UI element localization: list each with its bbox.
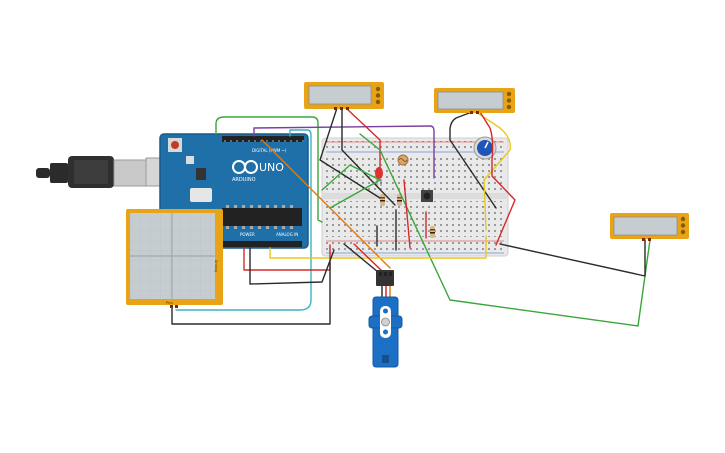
lcd-module-middle[interactable] <box>434 88 515 114</box>
lcd-module-top[interactable] <box>304 82 384 110</box>
board-model-label: UNO <box>259 161 284 174</box>
analog-header-label: ANALOG IN <box>276 232 298 237</box>
resistor-1[interactable] <box>380 194 385 206</box>
wire-orange[interactable] <box>261 139 391 269</box>
power-header-label: POWER <box>240 232 255 237</box>
wire-yellow-2[interactable] <box>269 235 487 259</box>
wire-black-2[interactable] <box>341 107 396 206</box>
wire-servo-red[interactable] <box>353 243 384 273</box>
wire-red-4[interactable] <box>403 179 411 249</box>
wire-purple[interactable] <box>253 125 435 179</box>
arduino-logo <box>232 160 258 174</box>
wire-yellow-1[interactable] <box>475 111 511 231</box>
wire-green-3[interactable] <box>321 164 381 209</box>
lcd-screen-top <box>308 85 372 105</box>
wire-black-3[interactable] <box>449 111 497 209</box>
lcd-module-right[interactable] <box>610 213 689 241</box>
push-button[interactable] <box>421 190 433 202</box>
wire-green-1[interactable] <box>215 116 323 223</box>
potentiometer[interactable] <box>473 136 497 160</box>
wire-black-4[interactable] <box>499 239 646 277</box>
resistor-2[interactable] <box>397 194 402 206</box>
wire-black-6[interactable] <box>171 261 331 325</box>
resistor-3[interactable] <box>430 226 435 238</box>
microcontroller-chip <box>222 208 302 226</box>
lcd-screen-right <box>613 216 678 236</box>
board-brand-label: ARDUINO <box>232 177 256 183</box>
digital-header-label: DIGITAL (PWM ~) <box>252 148 287 153</box>
wire-black-1[interactable] <box>319 107 381 199</box>
wire-servo-black[interactable] <box>343 243 379 273</box>
sensor-bottom-label: Pins <box>166 301 173 305</box>
sensor-side-label: Analog <box>214 260 218 272</box>
wire-red-3[interactable] <box>243 244 331 271</box>
servo-motor[interactable] <box>368 270 403 368</box>
wire-teal[interactable] <box>175 129 312 311</box>
analog-sensor-panel[interactable]: Analog Pins <box>126 209 223 308</box>
breadboard[interactable] <box>321 137 509 257</box>
photoresistor[interactable] <box>397 154 409 166</box>
lcd-screen-middle <box>437 91 504 110</box>
wire-red-2[interactable] <box>479 111 516 246</box>
wire-green-2[interactable] <box>359 133 651 327</box>
wire-red-1[interactable] <box>345 107 381 169</box>
wires <box>171 107 651 327</box>
wire-black-5[interactable] <box>249 247 335 285</box>
red-led[interactable] <box>375 167 383 186</box>
